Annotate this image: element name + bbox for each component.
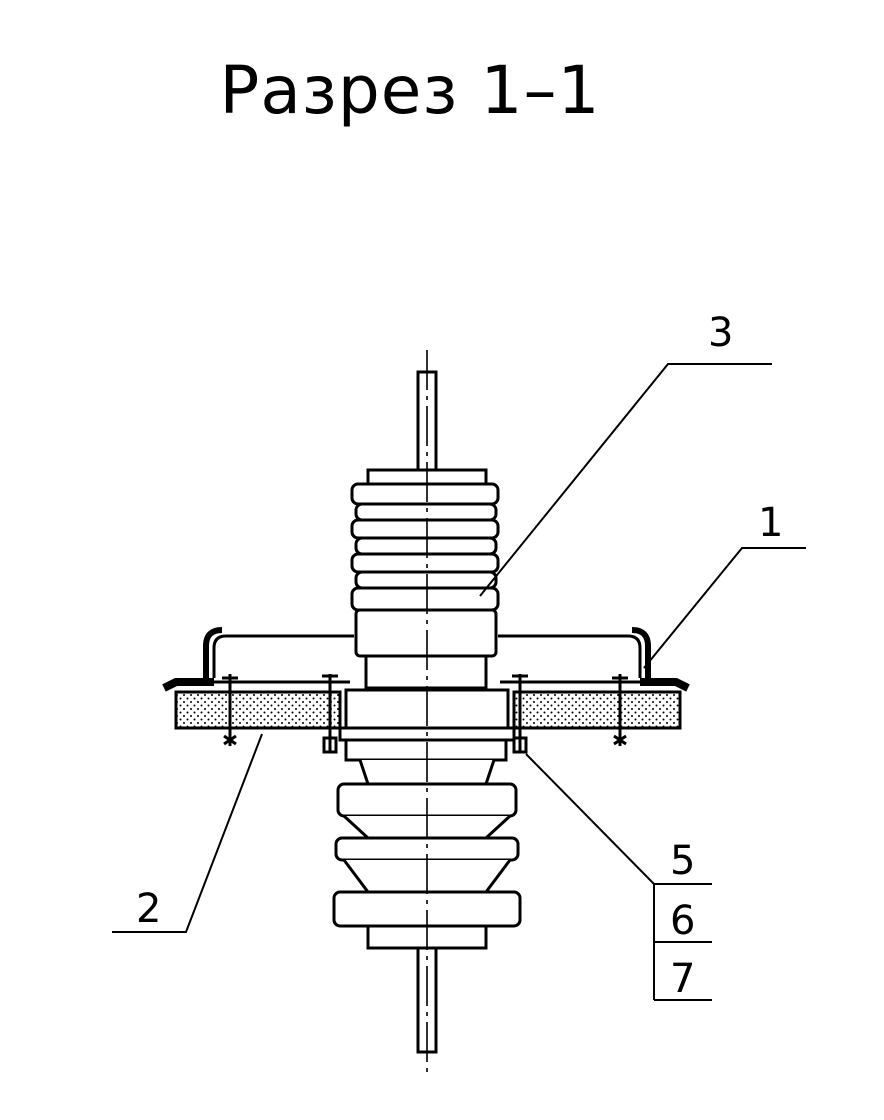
- page-title: Разрез 1–1: [219, 52, 601, 129]
- callout-5: 5: [670, 838, 695, 884]
- leader-lines: [112, 363, 806, 1001]
- cover-frame: [162, 627, 690, 692]
- callout-7: 7: [670, 956, 695, 1002]
- callout-3: 3: [708, 310, 733, 356]
- upper-insulator: [350, 468, 500, 690]
- callout-6: 6: [670, 898, 695, 944]
- callout-1: 1: [758, 500, 783, 546]
- base-plate: [174, 690, 682, 730]
- fastening-bolts: [222, 674, 628, 754]
- callout-2: 2: [136, 886, 161, 932]
